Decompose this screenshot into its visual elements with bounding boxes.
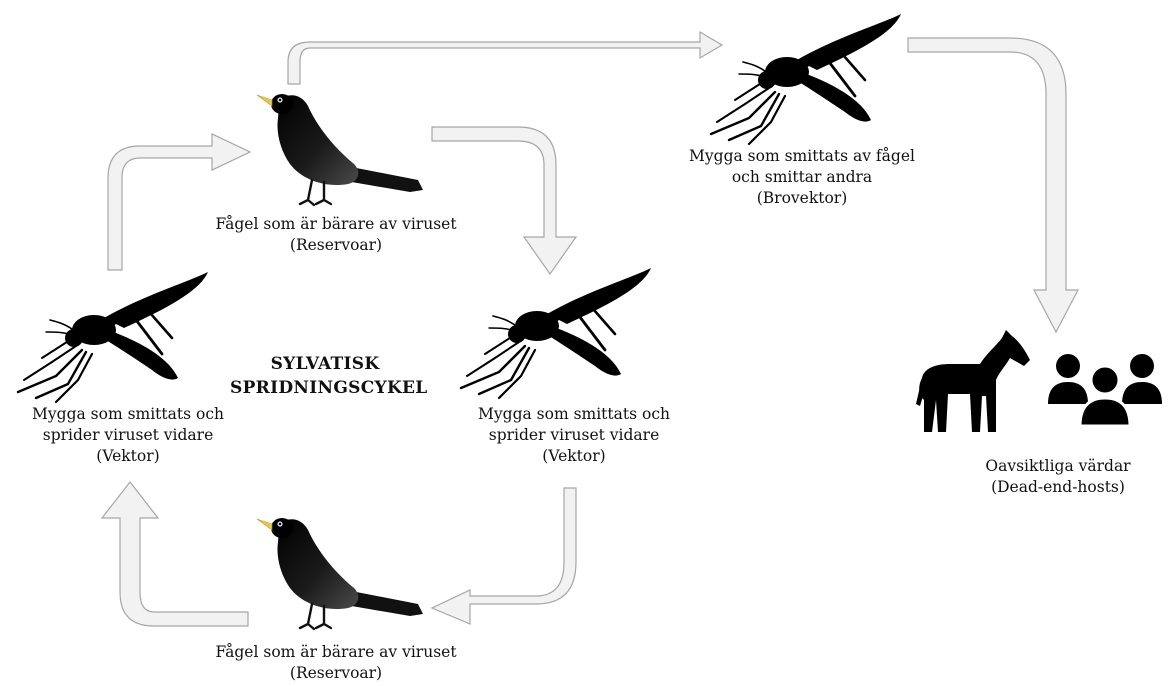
title-line-1: SYLVATISK (230, 352, 420, 376)
label-bird-top: Fågel som är bärare av viruset (Reservoa… (186, 214, 486, 256)
label-dead-end-hosts: Oavsiktliga värdar (Dead-end-hosts) (950, 456, 1166, 498)
diagram-title: SYLVATISK SPRIDNINGSCYKEL (230, 352, 420, 400)
mosquito-icon (18, 272, 208, 402)
label-line: (Reservoar) (186, 663, 486, 684)
label-line: Fågel som är bärare av viruset (186, 214, 486, 235)
arrow-right-down-left (432, 488, 576, 624)
label-mosquito-left: Mygga som smittats och sprider viruset v… (0, 404, 256, 467)
label-line: (Vektor) (446, 446, 702, 467)
horse-icon (916, 330, 1030, 432)
label-line: sprider viruset vidare (446, 425, 702, 446)
label-line: Mygga som smittats av fågel (666, 146, 938, 167)
label-line: sprider viruset vidare (0, 425, 256, 446)
label-line: (Vektor) (0, 446, 256, 467)
arrow-bird-to-bridge (288, 32, 722, 84)
label-bird-bottom: Fågel som är bärare av viruset (Reservoa… (186, 642, 486, 684)
label-line: (Dead-end-hosts) (950, 477, 1166, 498)
label-line: Fågel som är bärare av viruset (186, 642, 486, 663)
arrow-bottom-left-up (102, 482, 248, 626)
label-line: Mygga som smittats och (446, 404, 702, 425)
title-line-2: SPRIDNINGSCYKEL (230, 376, 420, 400)
bird-icon (257, 518, 423, 629)
label-line: Mygga som smittats och (0, 404, 256, 425)
label-line: och smittar andra (666, 167, 938, 188)
label-line: Oavsiktliga värdar (950, 456, 1166, 477)
people-icon (1048, 354, 1162, 426)
label-bridge-vector: Mygga som smittats av fågel och smittar … (666, 146, 938, 209)
mosquito-icon (461, 268, 651, 398)
label-line: (Reservoar) (186, 235, 486, 256)
label-line: (Brovektor) (666, 188, 938, 209)
mosquito-icon (711, 14, 901, 144)
bird-icon (257, 94, 423, 205)
label-mosquito-right: Mygga som smittats och sprider viruset v… (446, 404, 702, 467)
